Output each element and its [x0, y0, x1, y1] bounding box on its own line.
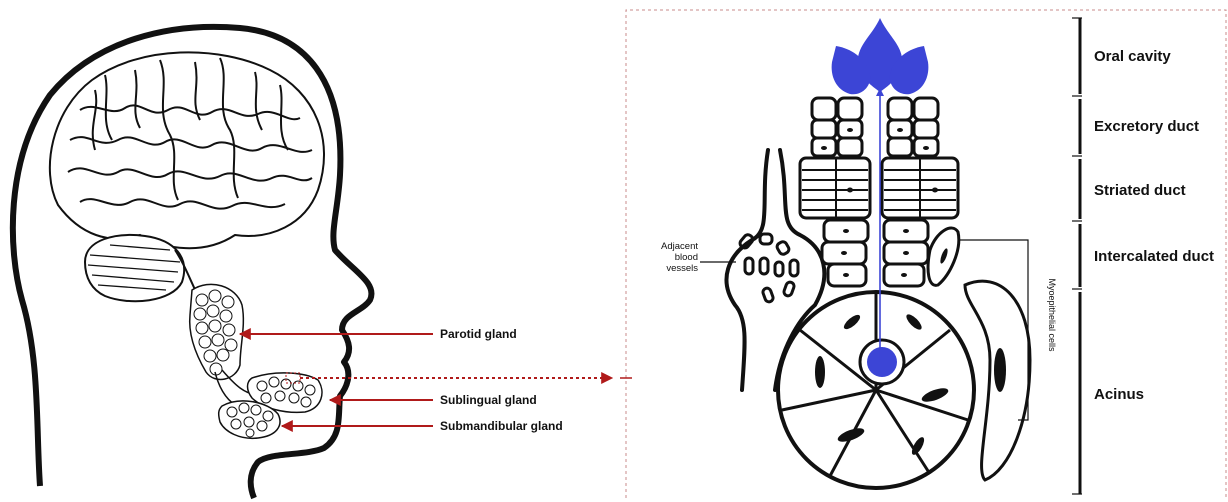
sublingual-gland-label: Sublingual gland [440, 393, 537, 407]
blood-vessels-label: Adjacent blood vessels [644, 241, 698, 274]
parotid-gland-icon [190, 284, 244, 379]
brain-icon [50, 52, 324, 248]
striated-duct-label: Striated duct [1094, 182, 1186, 199]
acinus-icon [778, 281, 1030, 488]
intercalated-duct-label: Intercalated duct [1094, 248, 1214, 265]
excretory-duct-label: Excretory duct [1094, 118, 1199, 135]
parotid-gland-label: Parotid gland [440, 327, 517, 341]
section-bracket [1072, 18, 1082, 494]
submandibular-gland-label: Submandibular gland [440, 419, 563, 433]
myoepithelial-cells-label: Myoepithelial cells [1047, 270, 1057, 360]
acinus-label: Acinus [1094, 386, 1144, 403]
saliva-droplets-icon [832, 18, 929, 94]
oral-cavity-label: Oral cavity [1094, 48, 1171, 65]
